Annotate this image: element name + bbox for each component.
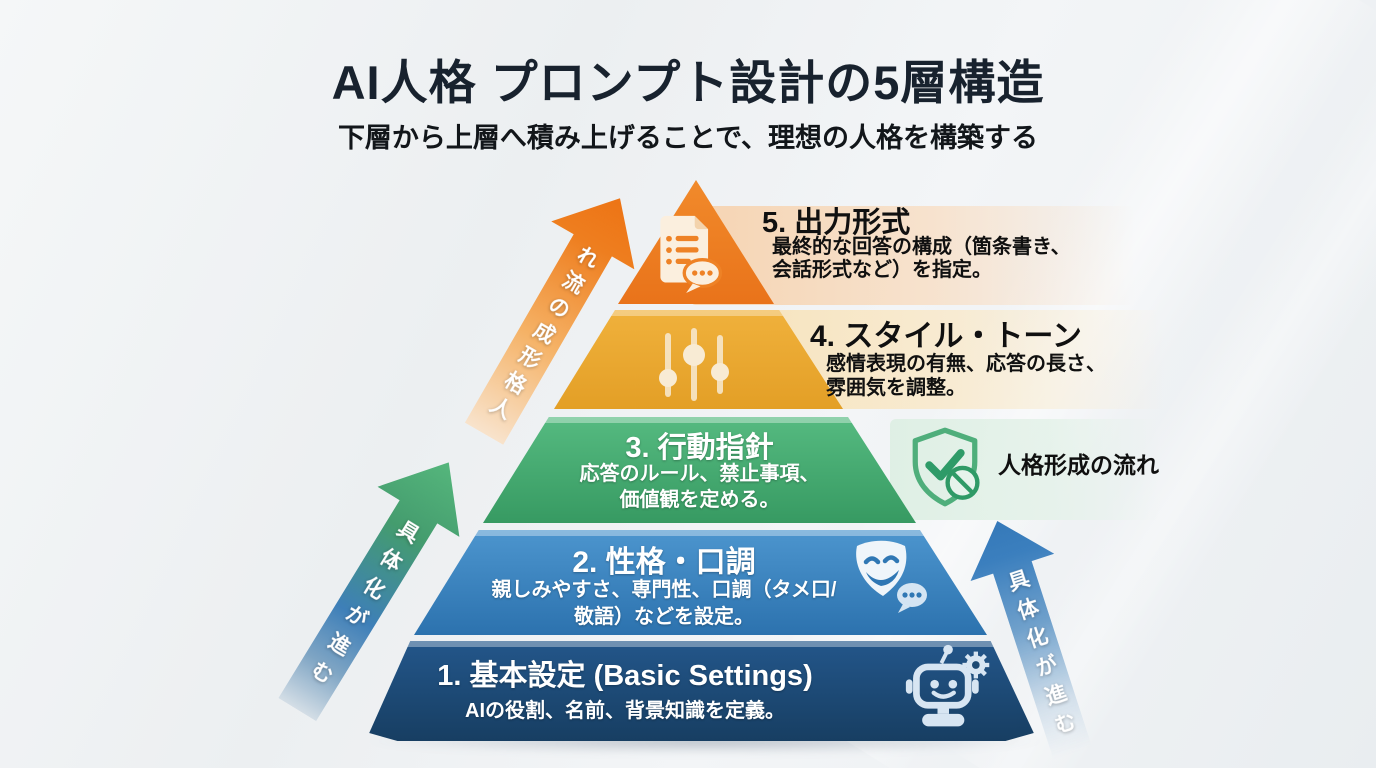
layer-1-description-line: AIの役割、名前、背景知識を定義。 — [465, 700, 785, 722]
layer-4-heading: 4. スタイル・トーン — [810, 320, 1082, 353]
layer-3-description-line: 価値観を定める。 — [619, 489, 780, 511]
layer-4-description-line: 感情表現の有無、応答の長さ、 — [826, 353, 1106, 375]
layer-5-description: 最終的な回答の構成（箇条書き、 会話形式など）を指定。 — [772, 236, 1071, 282]
document-chat-icon — [660, 215, 723, 294]
layer-2-description-line: 親しみやすさ、専門性、口調（タメ口/ — [491, 579, 837, 601]
layer-3-description-line: 応答のルール、禁止事項、 — [579, 463, 820, 485]
robot-icon — [905, 644, 990, 727]
persona-flow-callout-label: 人格形成の流れ — [998, 452, 1159, 478]
layer-3-description: 応答のルール、禁止事項、 価値観を定める。 — [483, 461, 916, 513]
layer-shine — [554, 310, 843, 316]
layer-5-description-line: 最終的な回答の構成（箇条書き、 — [772, 236, 1071, 258]
layer-4-description-line: 雰囲気を調整。 — [826, 377, 966, 399]
layer-2-description-line: 敬語）などを設定。 — [574, 606, 754, 628]
layer-2-description: 親しみやすさ、専門性、口調（タメ口/ 敬語）などを設定。 — [414, 577, 914, 631]
layer-3-heading: 3. 行動指針 — [625, 432, 774, 464]
page-title: AI人格 プロンプト設計の5層構造 — [331, 56, 1045, 109]
shield-check-icon — [912, 427, 980, 507]
layer-1-description: AIの役割、名前、背景知識を定義。 — [360, 694, 890, 723]
layer-shine — [369, 641, 1034, 647]
layer-shine — [414, 530, 987, 536]
layer-4-description: 感情表現の有無、応答の長さ、 雰囲気を調整。 — [826, 352, 1106, 400]
layer-5-description-line: 会話形式など）を指定。 — [772, 259, 992, 281]
page-subtitle: 下層から上層へ積み上げることで、理想の人格を構築する — [337, 123, 1039, 153]
sliders-icon — [659, 328, 729, 401]
layer-5-heading: 5. 出力形式 — [762, 207, 911, 239]
layer-2-heading: 2. 性格・口調 — [572, 546, 756, 579]
layer-shine — [483, 417, 916, 423]
masks-chat-icon — [856, 540, 927, 613]
layer-1-heading: 1. 基本設定 (Basic Settings) — [437, 660, 813, 692]
